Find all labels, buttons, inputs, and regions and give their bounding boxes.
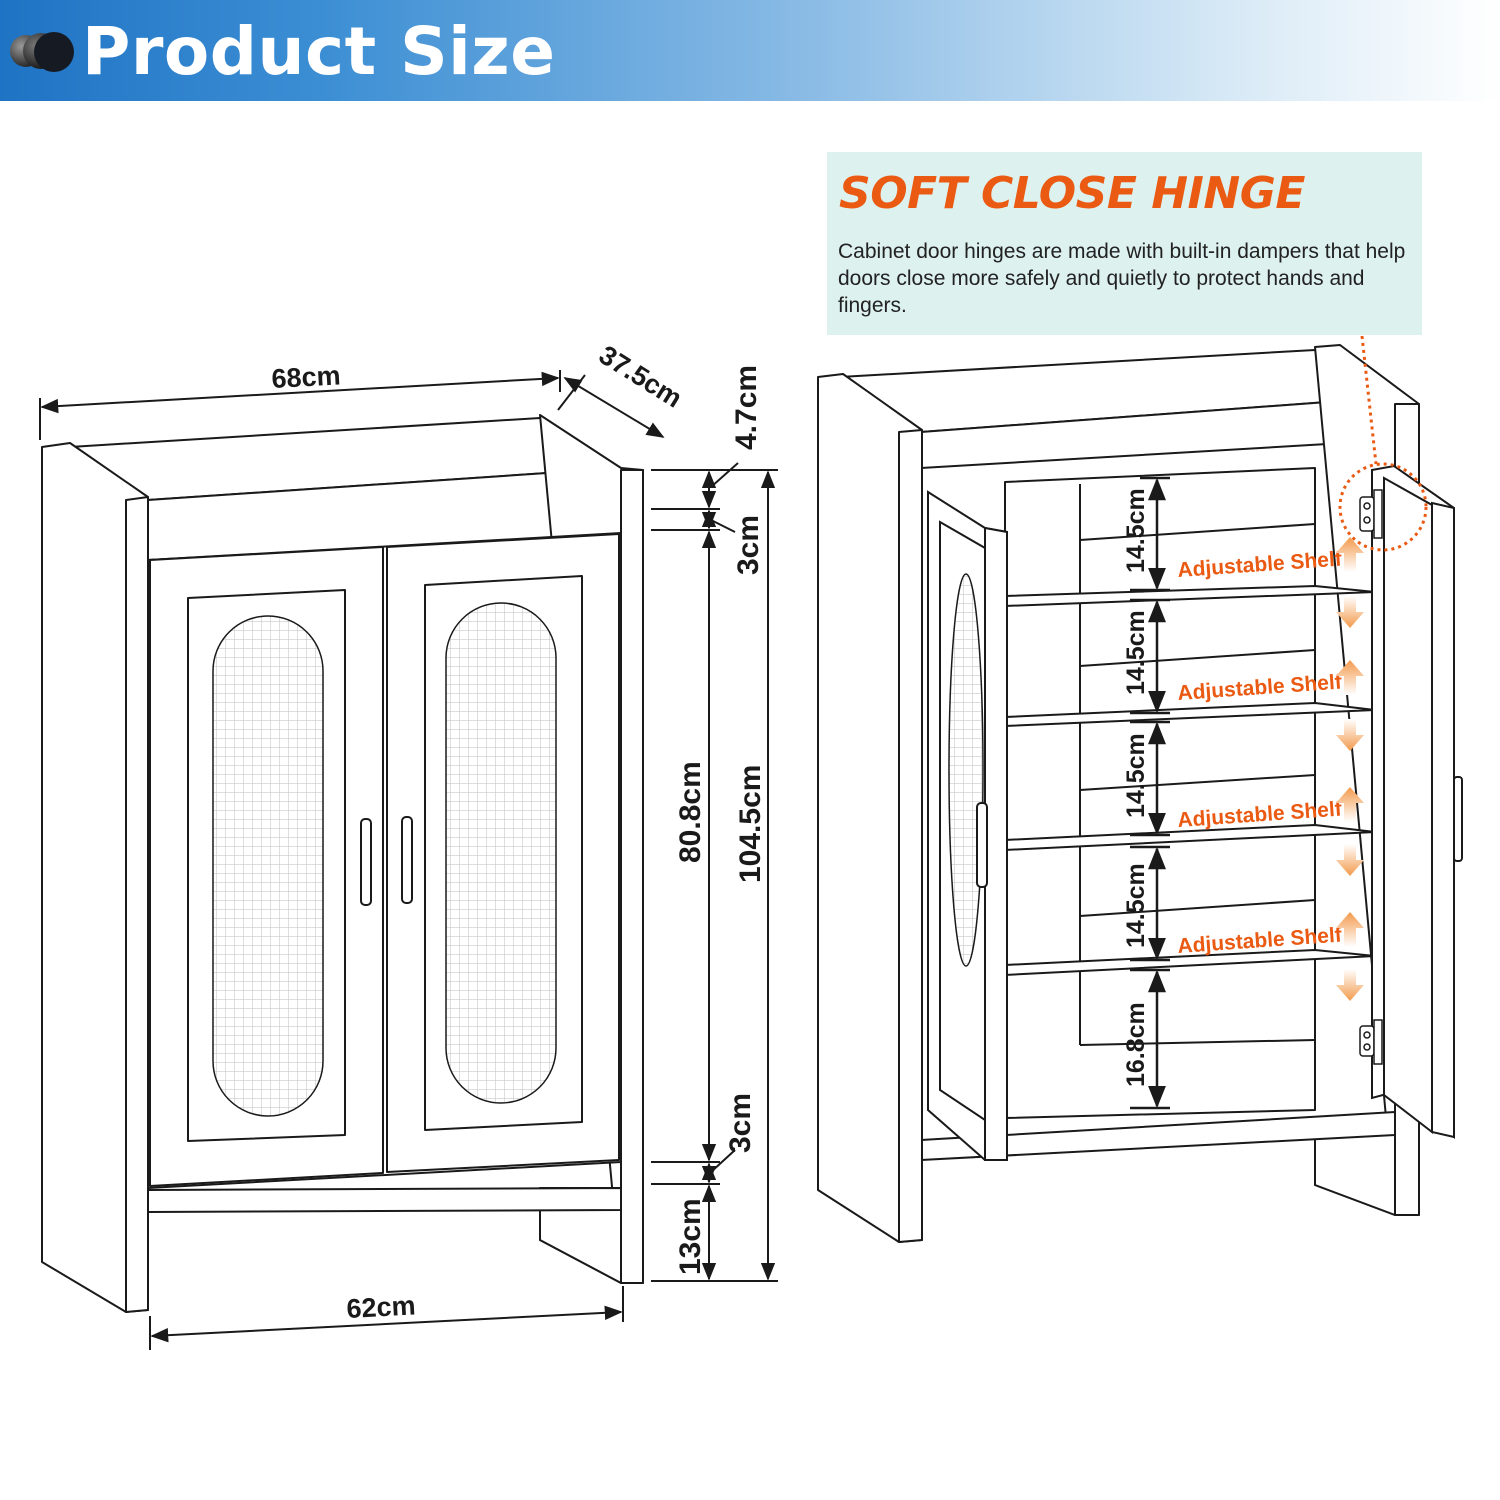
bottom-gap-label: 3cm xyxy=(724,1093,757,1153)
shelf-gap-1-label: 14.5cm xyxy=(1122,488,1150,573)
soft-close-callout: SOFT CLOSE HINGE Cabinet door hinges are… xyxy=(827,152,1422,335)
hinge-icon xyxy=(1359,489,1383,539)
width-top-label: 68cm xyxy=(271,360,342,394)
arrow-down-icon xyxy=(1336,969,1364,1001)
shelf-gap-3-label: 14.5cm xyxy=(1122,733,1150,818)
hinge-highlight-circle xyxy=(1338,462,1428,552)
open-door-rattan xyxy=(948,573,984,967)
arrow-up-icon xyxy=(1336,787,1364,822)
callout-title: SOFT CLOSE HINGE xyxy=(839,168,1305,219)
door-height-label: 80.8cm xyxy=(674,761,707,863)
callout-description: Cabinet door hinges are made with built-… xyxy=(838,240,1406,317)
header-bar: Product Size xyxy=(0,0,1500,101)
shelf-gap-4-label: 14.5cm xyxy=(1122,863,1150,948)
top-gap-label: 3cm xyxy=(732,515,765,575)
arrow-up-icon xyxy=(1336,660,1364,695)
top-board-label: 4.7cm xyxy=(730,365,763,450)
page-title: Product Size xyxy=(82,13,556,90)
left-door-rattan xyxy=(212,615,324,1117)
depth-label: 37.5cm xyxy=(594,340,688,414)
right-door-handle xyxy=(401,816,413,904)
right-shelves xyxy=(1004,523,1376,1046)
right-cabinet-right-door xyxy=(1371,464,1455,1139)
shelf-adjust-arrows xyxy=(1336,537,1364,1001)
hinge-callout-leader xyxy=(1360,335,1378,465)
leg-height-label: 13cm xyxy=(674,1198,707,1275)
shelf-gap-2-label: 14.5cm xyxy=(1122,610,1150,695)
left-door-handle xyxy=(360,818,372,906)
arrow-down-icon xyxy=(1336,596,1364,628)
spheres-icon xyxy=(10,32,74,72)
arrow-up-icon xyxy=(1336,537,1364,572)
right-door-rattan xyxy=(445,602,557,1104)
arrow-up-icon xyxy=(1336,912,1364,947)
shelf-dimension-lines xyxy=(1130,476,1170,1110)
total-height-label: 104.5cm xyxy=(734,765,767,883)
open-door-right-handle xyxy=(1453,776,1463,862)
arrow-down-icon xyxy=(1336,719,1364,751)
width-bottom-label: 62cm xyxy=(346,1290,417,1324)
left-dimension-lines xyxy=(39,370,778,1350)
shelf-gap-5-label: 16.8cm xyxy=(1122,1002,1150,1087)
open-door-left-handle xyxy=(976,802,988,888)
right-cabinet xyxy=(817,344,1420,1243)
arrow-down-icon xyxy=(1336,844,1364,876)
lower-hinge-icon xyxy=(1359,1019,1383,1065)
